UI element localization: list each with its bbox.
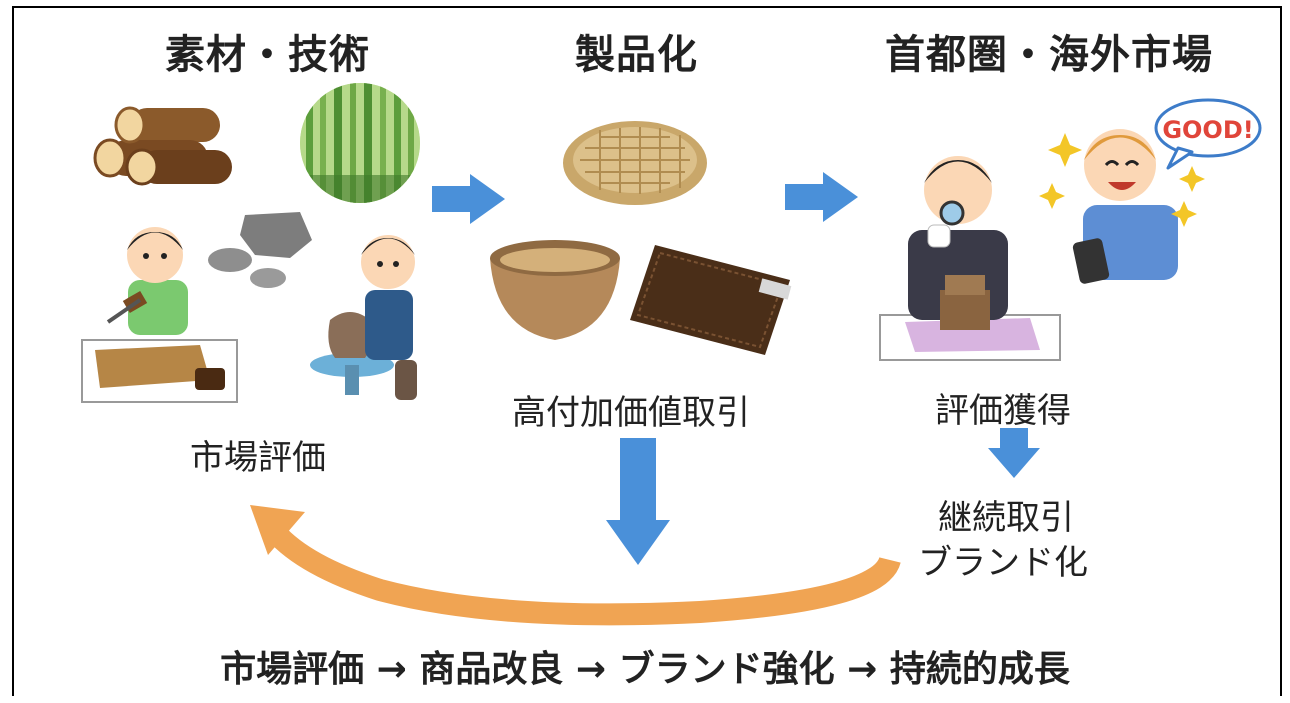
label-branding: ブランド化 xyxy=(918,543,1088,583)
label-high-value-trade: 高付加価値取引 xyxy=(512,393,750,433)
title-metropolitan-overseas-market: 首都圏・海外市場 xyxy=(885,32,1213,78)
inspector-with-loupe-icon xyxy=(879,156,1061,361)
feedback-cycle-arrow-icon xyxy=(250,505,901,626)
label-evaluation-gained: 評価獲得 xyxy=(935,391,1071,431)
bottom-flow-summary: 市場評価 → 商品改良 → ブランド強化 → 持続的成長 xyxy=(220,649,1070,690)
label-market-evaluation: 市場評価 xyxy=(190,438,326,478)
speech-bubble-text: GOOD! xyxy=(1162,116,1253,144)
tea-bowl-icon xyxy=(490,240,620,340)
diagram-frame xyxy=(12,6,1282,696)
leather-craftsman-icon xyxy=(81,227,238,403)
stones-icon xyxy=(208,212,312,288)
bamboo-forest-icon xyxy=(300,83,420,203)
arrow-right-icon xyxy=(432,174,505,224)
happy-customer-icon xyxy=(1039,129,1205,284)
title-productization: 製品化 xyxy=(575,32,698,78)
label-continued-trade: 継続取引 xyxy=(938,498,1074,538)
logs-icon xyxy=(93,106,232,186)
potter-icon xyxy=(310,235,417,400)
speech-bubble: GOOD! xyxy=(1154,98,1262,170)
arrow-right-icon xyxy=(785,172,858,222)
woven-basket-icon xyxy=(563,121,707,205)
arrow-down-icon xyxy=(606,438,670,565)
leather-wallet-icon xyxy=(630,245,792,355)
arrow-down-icon xyxy=(988,428,1040,478)
title-materials-technology: 素材・技術 xyxy=(165,32,370,78)
